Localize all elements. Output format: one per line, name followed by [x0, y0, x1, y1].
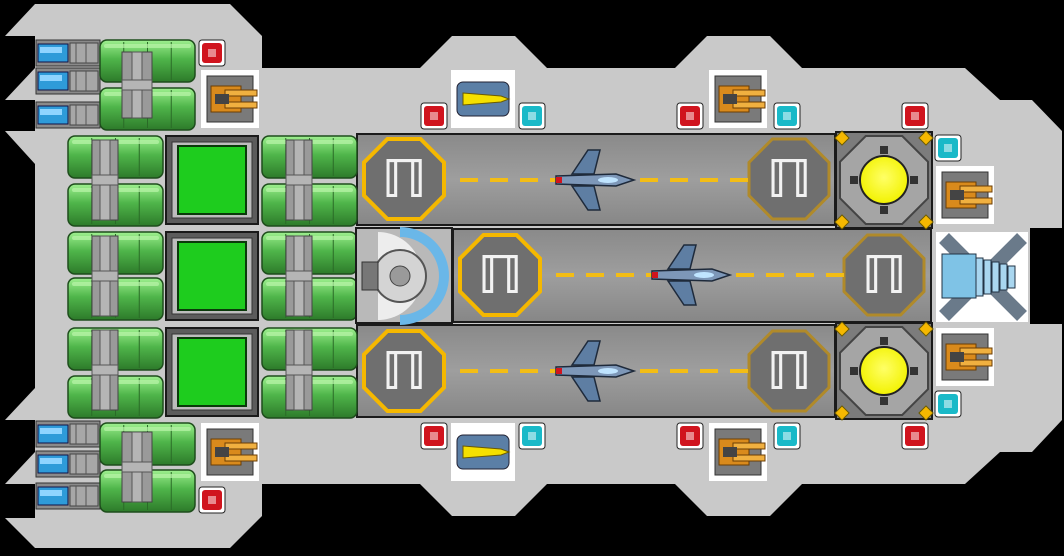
fighter-icon [555, 340, 637, 402]
turret-icon [936, 166, 994, 224]
missile-launcher-icon [451, 70, 515, 128]
pad-label: ℿ [382, 342, 427, 402]
indicator-light-icon [676, 422, 704, 450]
pad-label: ℿ [767, 342, 812, 402]
thruster-icon [35, 101, 101, 129]
shield-dome-icon [355, 227, 453, 325]
hangar-pad-icon: ℿ [747, 329, 831, 413]
engine-icon [936, 232, 1028, 322]
pipe-junction [121, 431, 153, 503]
pipe-junction [91, 329, 119, 411]
thruster-icon [35, 39, 101, 67]
pad-label: ℿ [767, 150, 812, 210]
pad-label: ℿ [478, 246, 523, 306]
hangar-pad-icon: ℿ [362, 137, 446, 221]
pipe-junction [285, 235, 313, 317]
indicator-light-icon [198, 39, 226, 67]
reactor-icon [165, 135, 259, 225]
hangar-pad-icon: ℿ [842, 233, 926, 317]
reactor-icon [165, 327, 259, 417]
pipe-junction [121, 51, 153, 119]
pipe-junction [91, 235, 119, 317]
pipe-junction [285, 329, 313, 411]
indicator-light-icon [773, 102, 801, 130]
indicator-light-icon [901, 102, 929, 130]
indicator-light-icon [934, 390, 962, 418]
missile-launcher-icon [451, 423, 515, 481]
turret-icon [201, 423, 259, 481]
reactor-icon [165, 231, 259, 321]
indicator-light-icon [420, 102, 448, 130]
pad-label: ℿ [862, 246, 907, 306]
pipe-junction [91, 139, 119, 221]
thruster-icon [35, 450, 101, 478]
pad-label: ℿ [382, 150, 427, 210]
indicator-light-icon [518, 422, 546, 450]
fighter-icon [651, 244, 733, 306]
reactor-core-icon [834, 321, 934, 421]
reactor-core-icon [834, 130, 934, 230]
turret-icon [201, 70, 259, 128]
indicator-light-icon [901, 422, 929, 450]
indicator-light-icon [676, 102, 704, 130]
turret-icon [709, 70, 767, 128]
indicator-light-icon [198, 486, 226, 514]
thruster-icon [35, 420, 101, 448]
hangar-pad-icon: ℿ [747, 137, 831, 221]
hangar-pad-icon: ℿ [458, 233, 542, 317]
thruster-icon [35, 482, 101, 510]
indicator-light-icon [773, 422, 801, 450]
hangar-pad-icon: ℿ [362, 329, 446, 413]
thruster-icon [35, 67, 101, 95]
turret-icon [709, 423, 767, 481]
turret-icon [936, 328, 994, 386]
indicator-light-icon [518, 102, 546, 130]
indicator-light-icon [934, 134, 962, 162]
pipe-junction [285, 139, 313, 221]
fighter-icon [555, 149, 637, 211]
indicator-light-icon [420, 422, 448, 450]
